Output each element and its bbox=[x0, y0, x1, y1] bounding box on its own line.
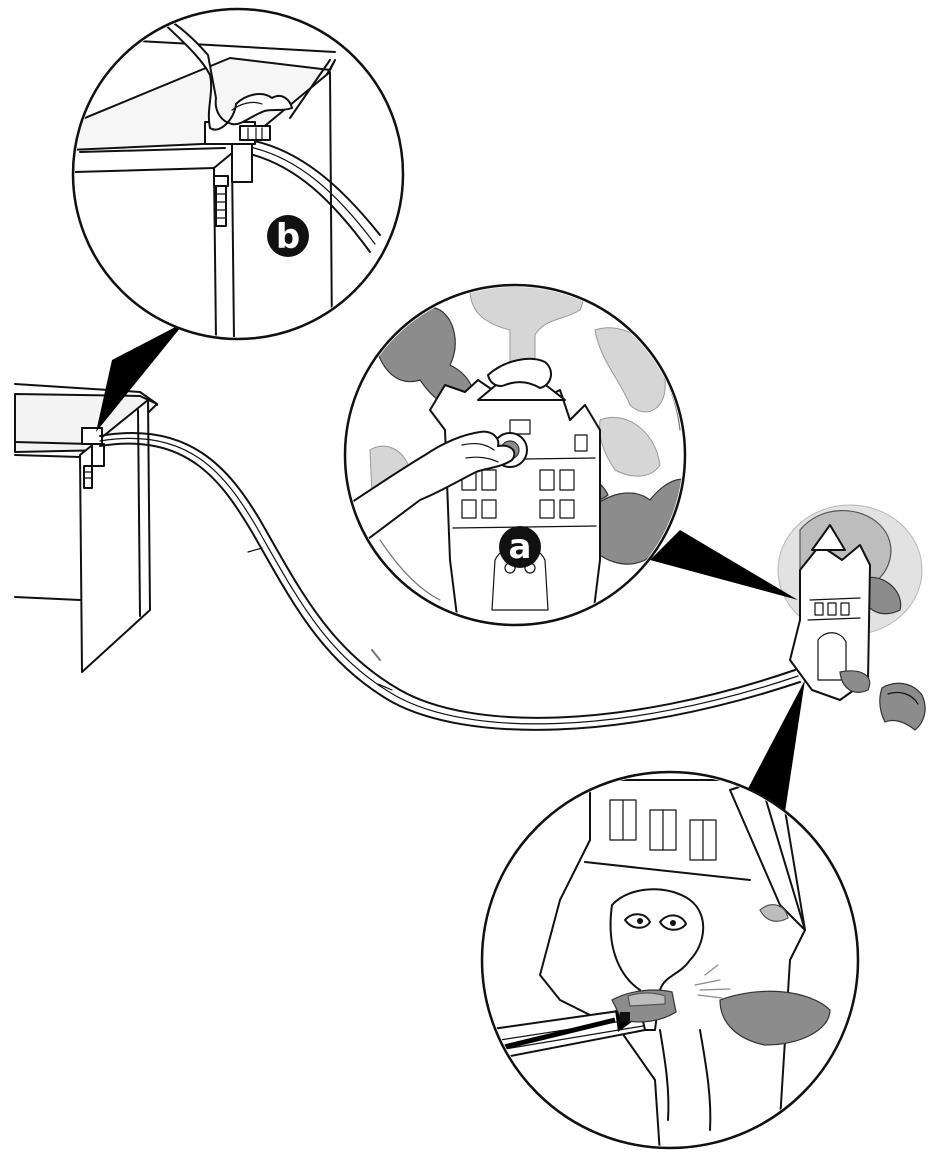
detail-circle-a: a bbox=[343, 283, 687, 627]
callout-wedge-b bbox=[96, 322, 185, 432]
car-icon bbox=[611, 989, 677, 1023]
bat-icon bbox=[879, 682, 926, 731]
hand-icon bbox=[347, 430, 516, 546]
callout-wedge-a bbox=[650, 530, 798, 600]
label-a: a bbox=[509, 527, 532, 567]
label-b-badge: b bbox=[267, 215, 309, 257]
detail-circle-bottom bbox=[480, 770, 860, 1150]
label-b: b bbox=[276, 217, 300, 257]
callout-wedge-bottom bbox=[742, 680, 805, 812]
track-icon bbox=[99, 431, 801, 731]
label-a-badge: a bbox=[499, 526, 541, 568]
house-windows bbox=[461, 419, 588, 519]
impact-lines bbox=[694, 964, 731, 999]
table-clamp-icon bbox=[204, 121, 271, 227]
small-haunted-house bbox=[777, 504, 926, 731]
table bbox=[14, 383, 158, 673]
hand-icon bbox=[149, 11, 293, 131]
house-windows bbox=[609, 799, 717, 861]
ghost-face bbox=[609, 888, 705, 1031]
detail-circle-b: b bbox=[71, 7, 405, 341]
